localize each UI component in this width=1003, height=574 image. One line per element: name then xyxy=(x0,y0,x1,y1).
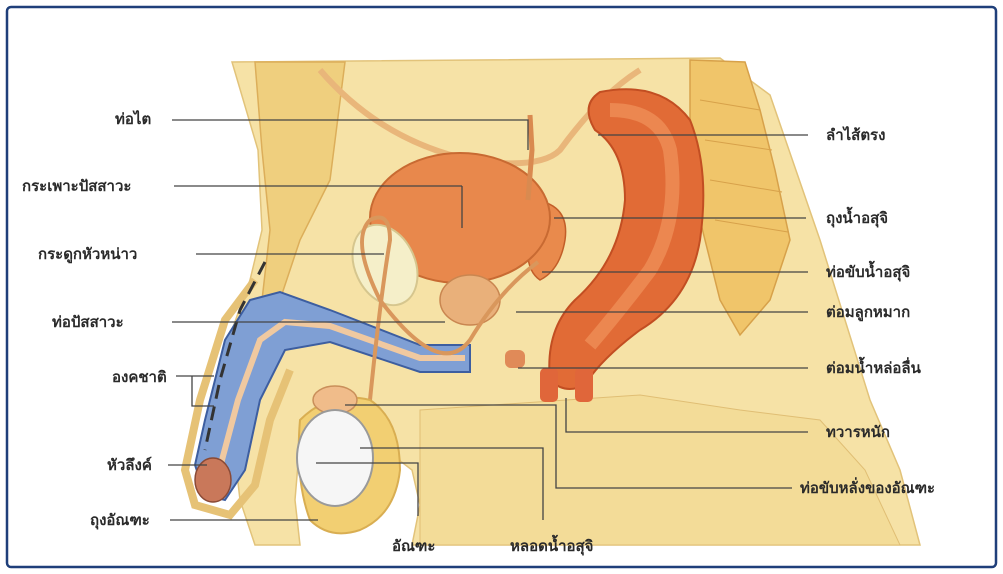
label-bulbourethral-gland: ต่อมน้ำหล่อลื่น xyxy=(826,359,921,377)
label-vas-deferens: หลอดน้ำอสุจิ xyxy=(510,537,593,555)
testis-shape xyxy=(297,410,373,506)
label-bladder: กระเพาะปัสสาวะ xyxy=(22,177,131,195)
label-rectum: ลำไส้ตรง xyxy=(826,126,885,144)
label-pubic-bone: กระดูกหัวหน่าว xyxy=(38,245,137,263)
prostate-shape xyxy=(440,275,500,325)
label-urethra: ท่อปัสสาวะ xyxy=(52,313,124,331)
bulbourethral-gland-shape xyxy=(505,350,525,368)
label-seminal-vesicle: ถุงน้ำอสุจิ xyxy=(826,209,888,227)
anus-shape xyxy=(540,368,558,402)
label-scrotum: ถุงอัณฑะ xyxy=(90,511,150,529)
label-glans: หัวลึงค์ xyxy=(107,456,152,474)
label-ejaculatory-duct: ท่อขับน้ำอสุจิ xyxy=(826,263,910,281)
label-penis: องคชาติ xyxy=(112,368,167,386)
label-ureter: ท่อไต xyxy=(115,110,151,128)
label-prostate: ต่อมลูกหมาก xyxy=(826,303,910,321)
label-anus: ทวารหนัก xyxy=(826,423,890,441)
label-epididymis: ท่อขับหลั่งของอัณฑะ xyxy=(800,479,935,497)
label-testis: อัณฑะ xyxy=(392,537,435,555)
